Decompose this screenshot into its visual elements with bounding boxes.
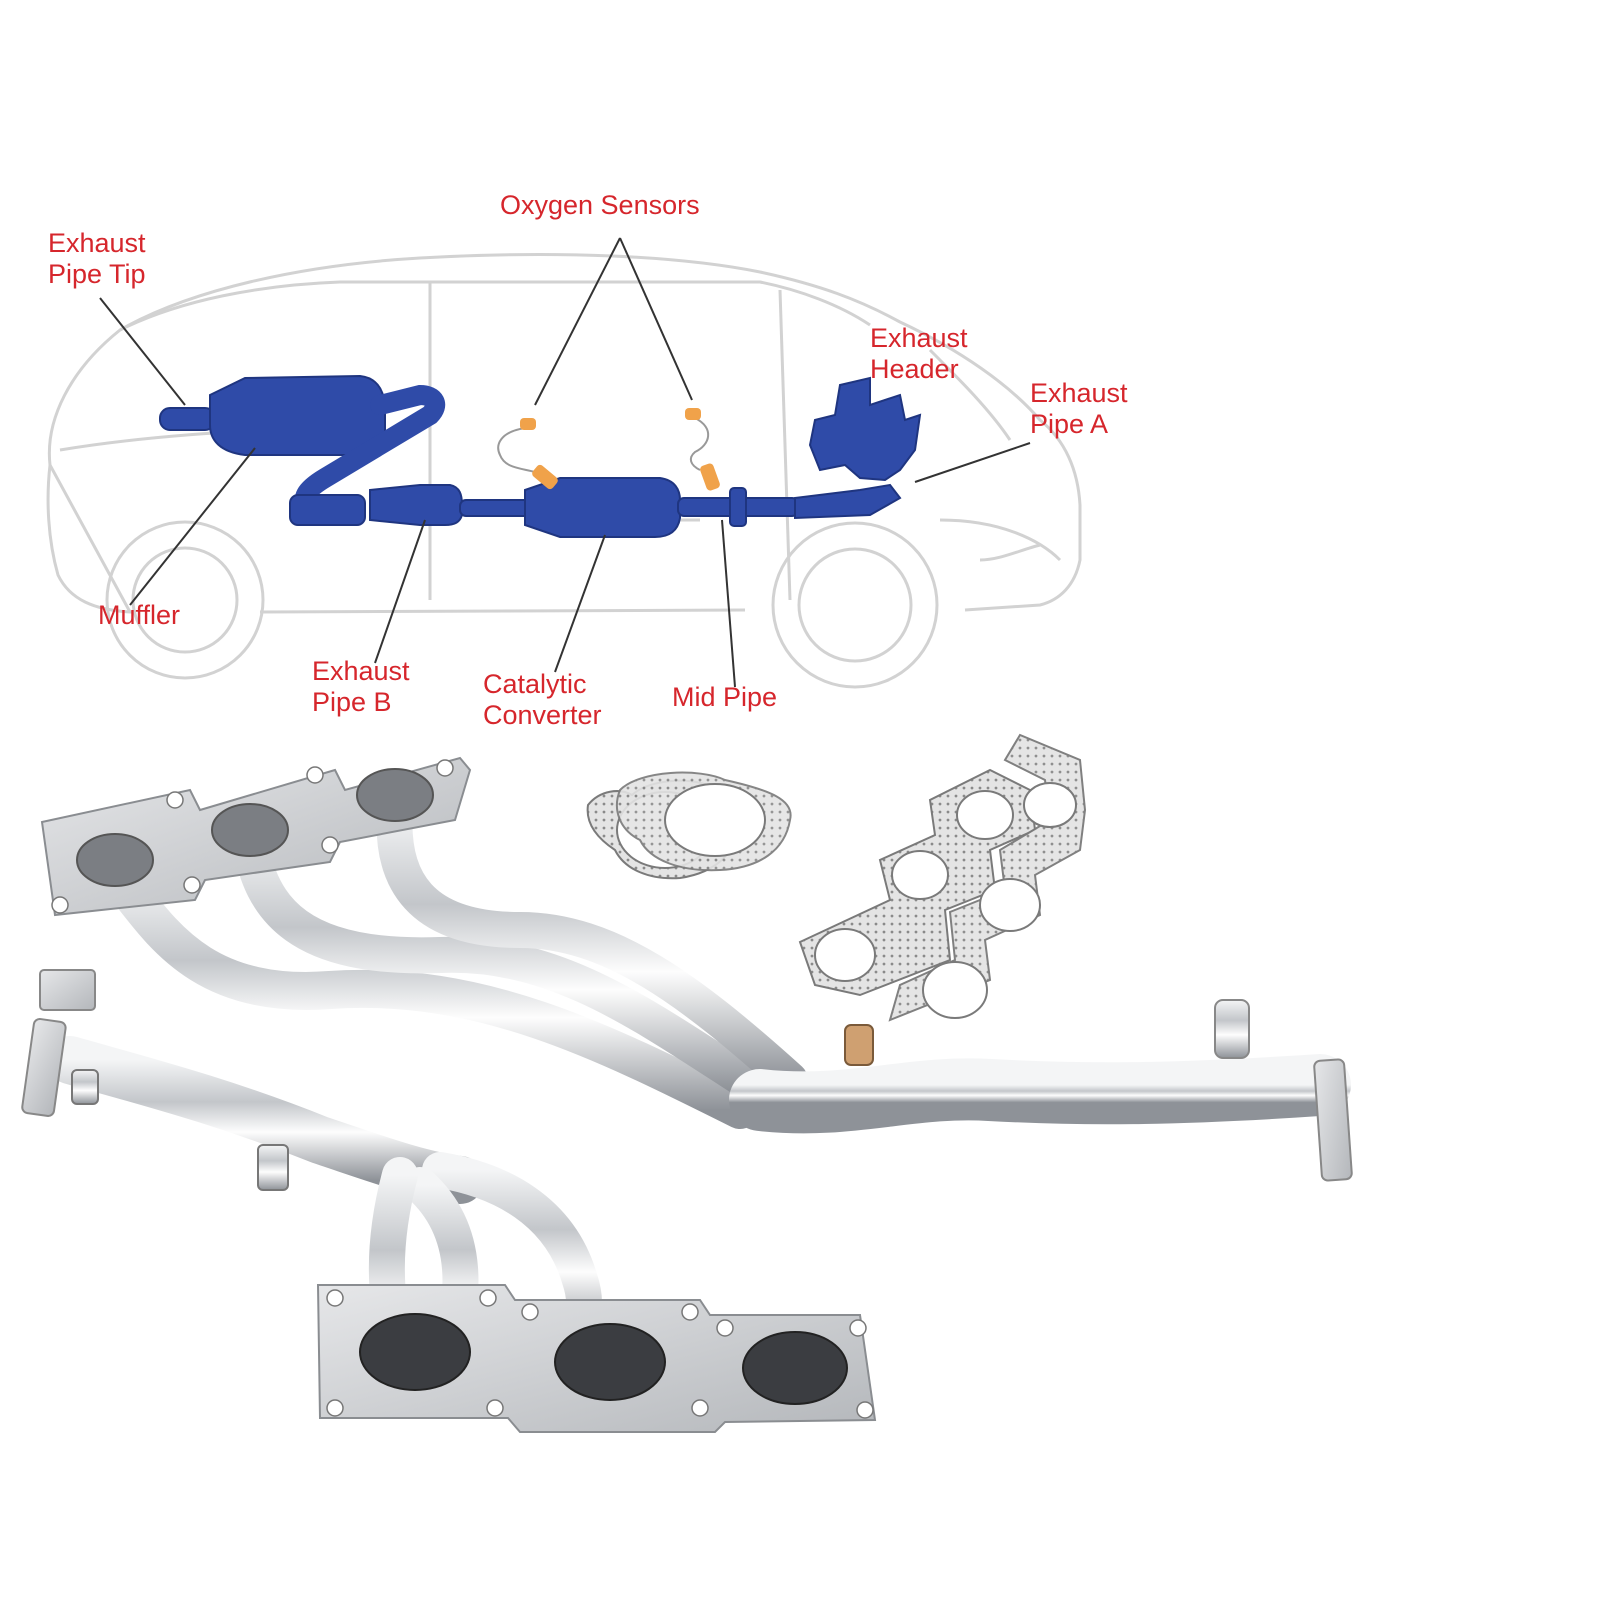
manifold-gaskets: [798, 733, 1087, 1022]
label-exhaust-pipe-tip: Exhaust Pipe Tip: [48, 228, 146, 289]
label-exhaust-header: Exhaust Header: [870, 323, 968, 384]
upper-port-1: [76, 833, 154, 887]
leader-lines: [99, 237, 1031, 688]
mid-pipe-left: [459, 499, 531, 517]
lower-port-1: [359, 1313, 471, 1391]
lower-header-top-flange: [39, 969, 96, 1011]
catalytic-converter-shape: [524, 477, 681, 538]
round-gaskets: [586, 771, 792, 880]
exhaust-system: [159, 374, 922, 538]
upper-header-tubes: [101, 861, 759, 1129]
label-exhaust-pipe-a: Exhaust Pipe A: [1030, 378, 1128, 439]
upper-header: [40, 756, 1353, 1182]
o2-bung-1: [844, 1024, 874, 1066]
oxygen-sensor-2: [685, 408, 701, 420]
exhaust-pipe-b-shape: [289, 494, 366, 526]
oxygen-sensor-1-body: [532, 464, 558, 490]
label-oxygen-sensors: Oxygen Sensors: [500, 190, 700, 220]
lower-header: [21, 969, 877, 1433]
lower-port-2: [554, 1323, 666, 1401]
o2-bung-2: [1214, 999, 1250, 1059]
oxygen-sensors: [497, 408, 720, 491]
exhaust-header-shape: [808, 376, 922, 482]
upper-port-3: [356, 768, 434, 822]
exhaust-pipe-b-resonator: [369, 484, 463, 526]
upper-header-collector: [729, 1054, 1351, 1134]
muffler-shape: [209, 374, 386, 456]
lower-header-bolt: [257, 1144, 289, 1191]
mid-pipe-flange: [729, 487, 747, 527]
oxygen-sensor-2-body: [700, 463, 720, 491]
label-exhaust-pipe-b: Exhaust Pipe B: [312, 656, 410, 717]
label-catalytic-converter: Catalytic Converter: [483, 669, 602, 730]
upper-port-2: [211, 803, 289, 857]
exhaust-pipe-a-shape: [794, 483, 902, 520]
lower-header-bolt-2: [71, 1069, 99, 1105]
car-outline: [46, 252, 1082, 689]
label-mid-pipe: Mid Pipe: [672, 682, 778, 712]
label-muffler: Muffler: [98, 600, 181, 630]
exhaust-tip-shape: [159, 407, 216, 431]
lower-port-3: [742, 1331, 848, 1405]
upper-header-outlet-flange: [1313, 1058, 1353, 1182]
lower-header-inlet-flange: [21, 1018, 67, 1117]
oxygen-sensor-1: [520, 418, 536, 430]
